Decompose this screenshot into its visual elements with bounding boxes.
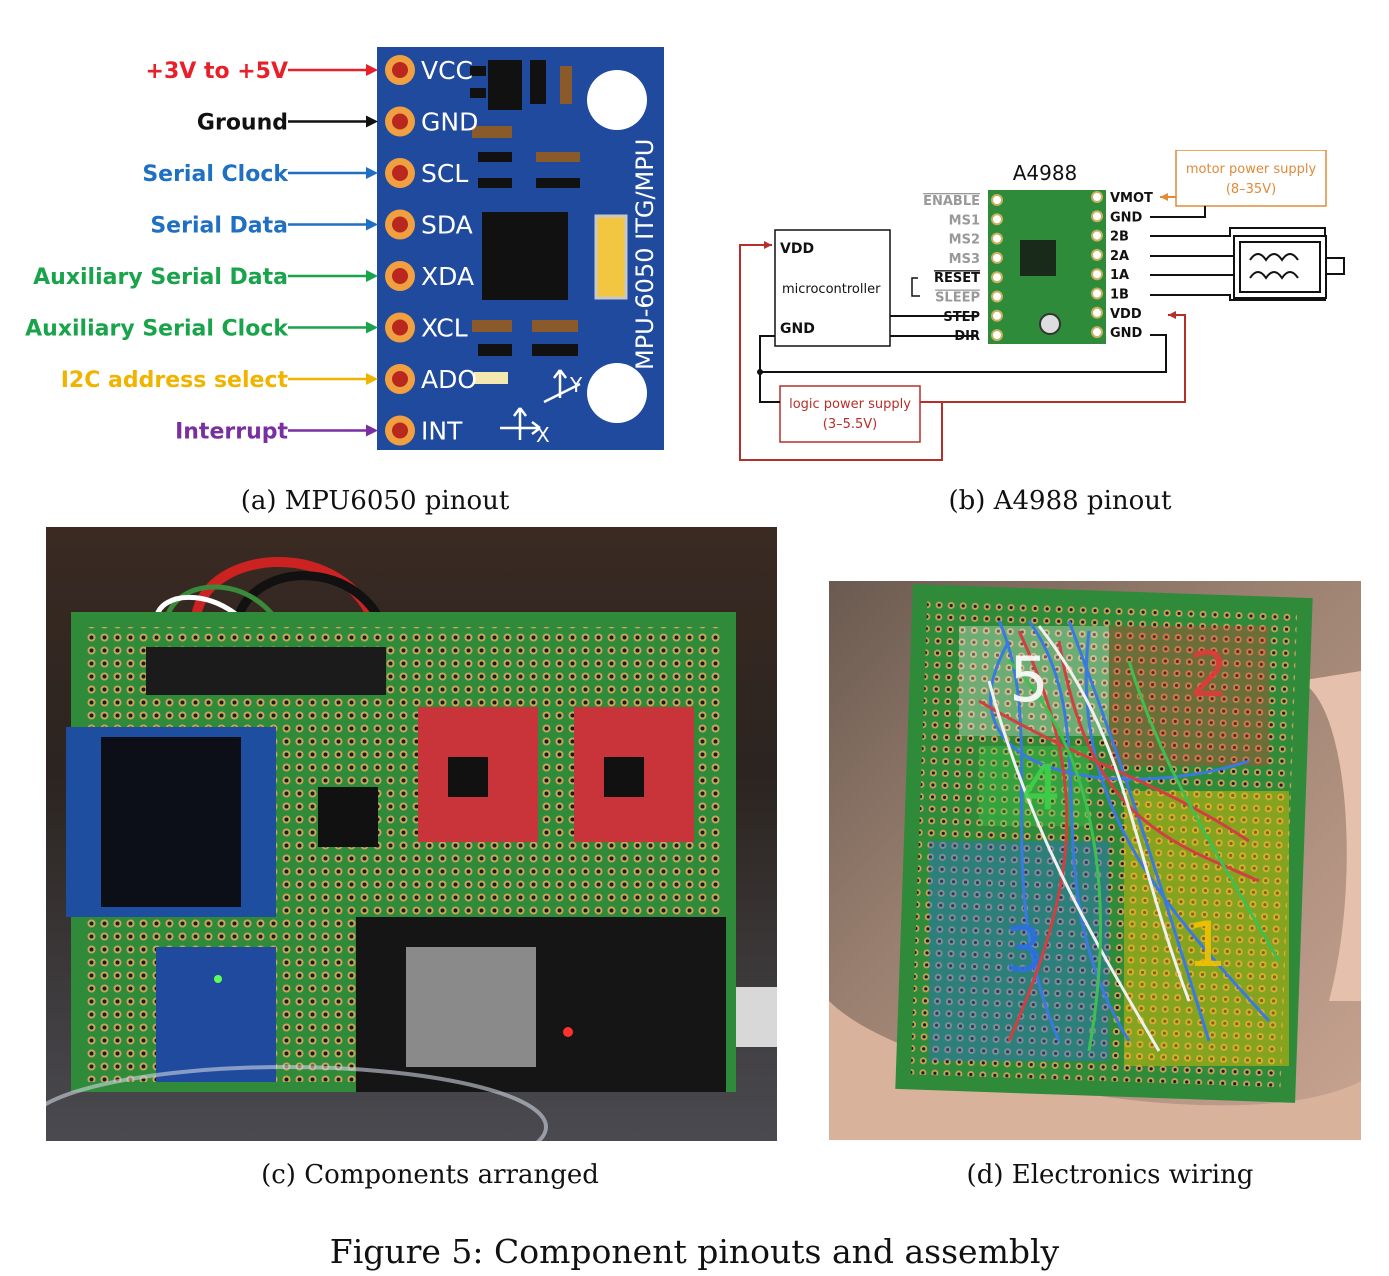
zone-label-1: 1 [1187,908,1226,981]
pin-arrow-icon [366,321,378,334]
microcontroller-box [774,229,891,347]
a4988-right-pin-2b: 2B [1110,230,1129,245]
zone-label-5: 5 [1009,643,1048,716]
logic-supply-box [779,385,921,443]
components-arranged-photo [46,527,777,1141]
caption-a: (a) MPU6050 pinout [240,486,510,516]
pin-arrow-icon [366,218,378,231]
pin-desc-scl: Serial Clock [142,162,289,187]
zone-label-2: 2 [1189,638,1228,711]
motor-supply-line1: motor power supply [1186,162,1317,177]
pin-desc-sda: Serial Data [150,214,288,239]
screw-terminal [146,647,386,695]
pin-label-int: INT [421,417,463,446]
a4988-left-pin-step: STEP [943,310,980,325]
zone-2-overlay [1109,626,1269,766]
a4988-left-pin-sleep: SLEEP [935,291,980,306]
a4988-right-pin-vdd: VDD [1110,307,1142,322]
pin-label-scl: SCL [421,159,468,188]
caption-c: (c) Components arranged [261,1160,599,1190]
pin-desc-gnd: Ground [197,111,288,136]
zone-label-4: 4 [1021,751,1060,824]
motor-supply-box [1175,150,1327,207]
mounting-hole-top [587,70,647,130]
a4988-left-pin-enable: ENABLE [923,194,980,209]
mounting-hole-bottom [587,363,647,423]
pin-label-ado: ADO [421,365,477,394]
mpu6050-module [156,947,276,1082]
pin-label-xda: XDA [421,262,474,291]
logic-supply-line1: logic power supply [789,397,911,412]
pin-label-sda: SDA [421,211,473,240]
a4988-right-pin-gnd: GND [1110,326,1143,341]
pin-desc-xcl: Auxiliary Serial Clock [25,317,289,342]
pin-desc-int: Interrupt [175,420,288,445]
pin-arrow-icon [366,64,378,76]
figure-caption: Figure 5: Component pinouts and assembly [329,1232,1060,1271]
pin-arrow-icon [366,115,378,128]
a4988-right-pin-1b: 1B [1110,288,1129,303]
pin-arrow-icon [366,270,378,282]
mpu6050-sensor-chip [482,212,568,300]
motor-supply-line2: (8–35V) [1226,182,1276,197]
capacitor [594,214,628,300]
pin-arrow-icon [366,373,378,385]
caption-b: (b) A4988 pinout [948,486,1172,516]
pin-label-vcc: VCC [421,56,473,85]
regulator-chip [488,60,522,110]
a4988-right-pin-2a: 2A [1110,249,1129,264]
pin-label-gnd: GND [421,108,478,137]
zone-label-3: 3 [1004,913,1043,986]
logic-supply-line2: (3–5.5V) [823,417,877,432]
electronics-wiring-photo: 5 2 4 3 1 [829,581,1361,1140]
mcu-gnd-label: GND [780,321,815,337]
mpu-chip-label: MPU-6050 ITG/MPU [631,139,659,370]
caption-d: (d) Electronics wiring [966,1160,1254,1190]
pin-arrow-icon [366,424,378,437]
a4988-right-pin-gnd: GND [1110,210,1143,225]
mcu-label: microcontroller [782,282,881,297]
zone-3-overlay [929,841,1109,1061]
pin-arrow-icon [366,167,378,179]
mpu6050-pinout-diagram: MPU-6050 ITG/MPU Y X VCC+3V to +5VGNDGro… [25,47,664,450]
a4988-left-pin-ms1: MS1 [949,213,980,228]
pin-desc-vcc: +3V to +5V [146,59,288,84]
pin-desc-ado: I2C address select [61,368,289,393]
mcu-vdd-label: VDD [780,241,814,257]
pin-label-xcl: XCL [421,314,468,343]
zone-5-overlay [959,626,1109,736]
a4988-left-pin-ms2: MS2 [949,233,980,248]
a4988-left-pin-reset: RESET [934,271,980,286]
a4988-right-pin-1a: 1A [1110,268,1129,283]
pin-desc-xda: Auxiliary Serial Data [33,265,288,290]
a4988-right-pin-vmot: VMOT [1110,191,1153,206]
a4988-title: A4988 [1013,161,1078,185]
axis-arrows-icon [500,407,541,440]
a4988-left-pin-ms3: MS3 [949,252,980,267]
